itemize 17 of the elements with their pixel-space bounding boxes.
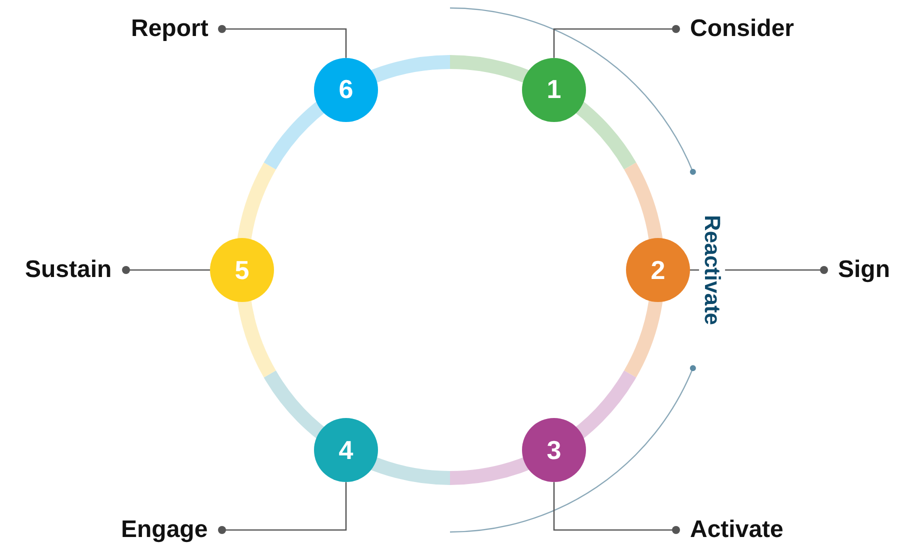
step-label: Consider	[690, 15, 794, 43]
step-label: Sustain	[25, 256, 112, 284]
leader-line	[218, 482, 347, 534]
leader-line	[553, 25, 680, 58]
leader-line	[122, 266, 210, 274]
step-number: 5	[234, 254, 250, 286]
step-label: Sign	[838, 256, 890, 284]
step-number: 1	[546, 74, 562, 106]
step-number: 3	[546, 434, 562, 466]
step-label: Engage	[121, 516, 208, 544]
leader-line	[553, 482, 680, 534]
step-label: Report	[131, 15, 208, 43]
leader-line	[218, 25, 347, 58]
step-label: Activate	[690, 516, 784, 544]
step-number: 4	[338, 434, 354, 466]
step-number: 6	[338, 74, 354, 106]
step-number: 2	[650, 254, 666, 286]
